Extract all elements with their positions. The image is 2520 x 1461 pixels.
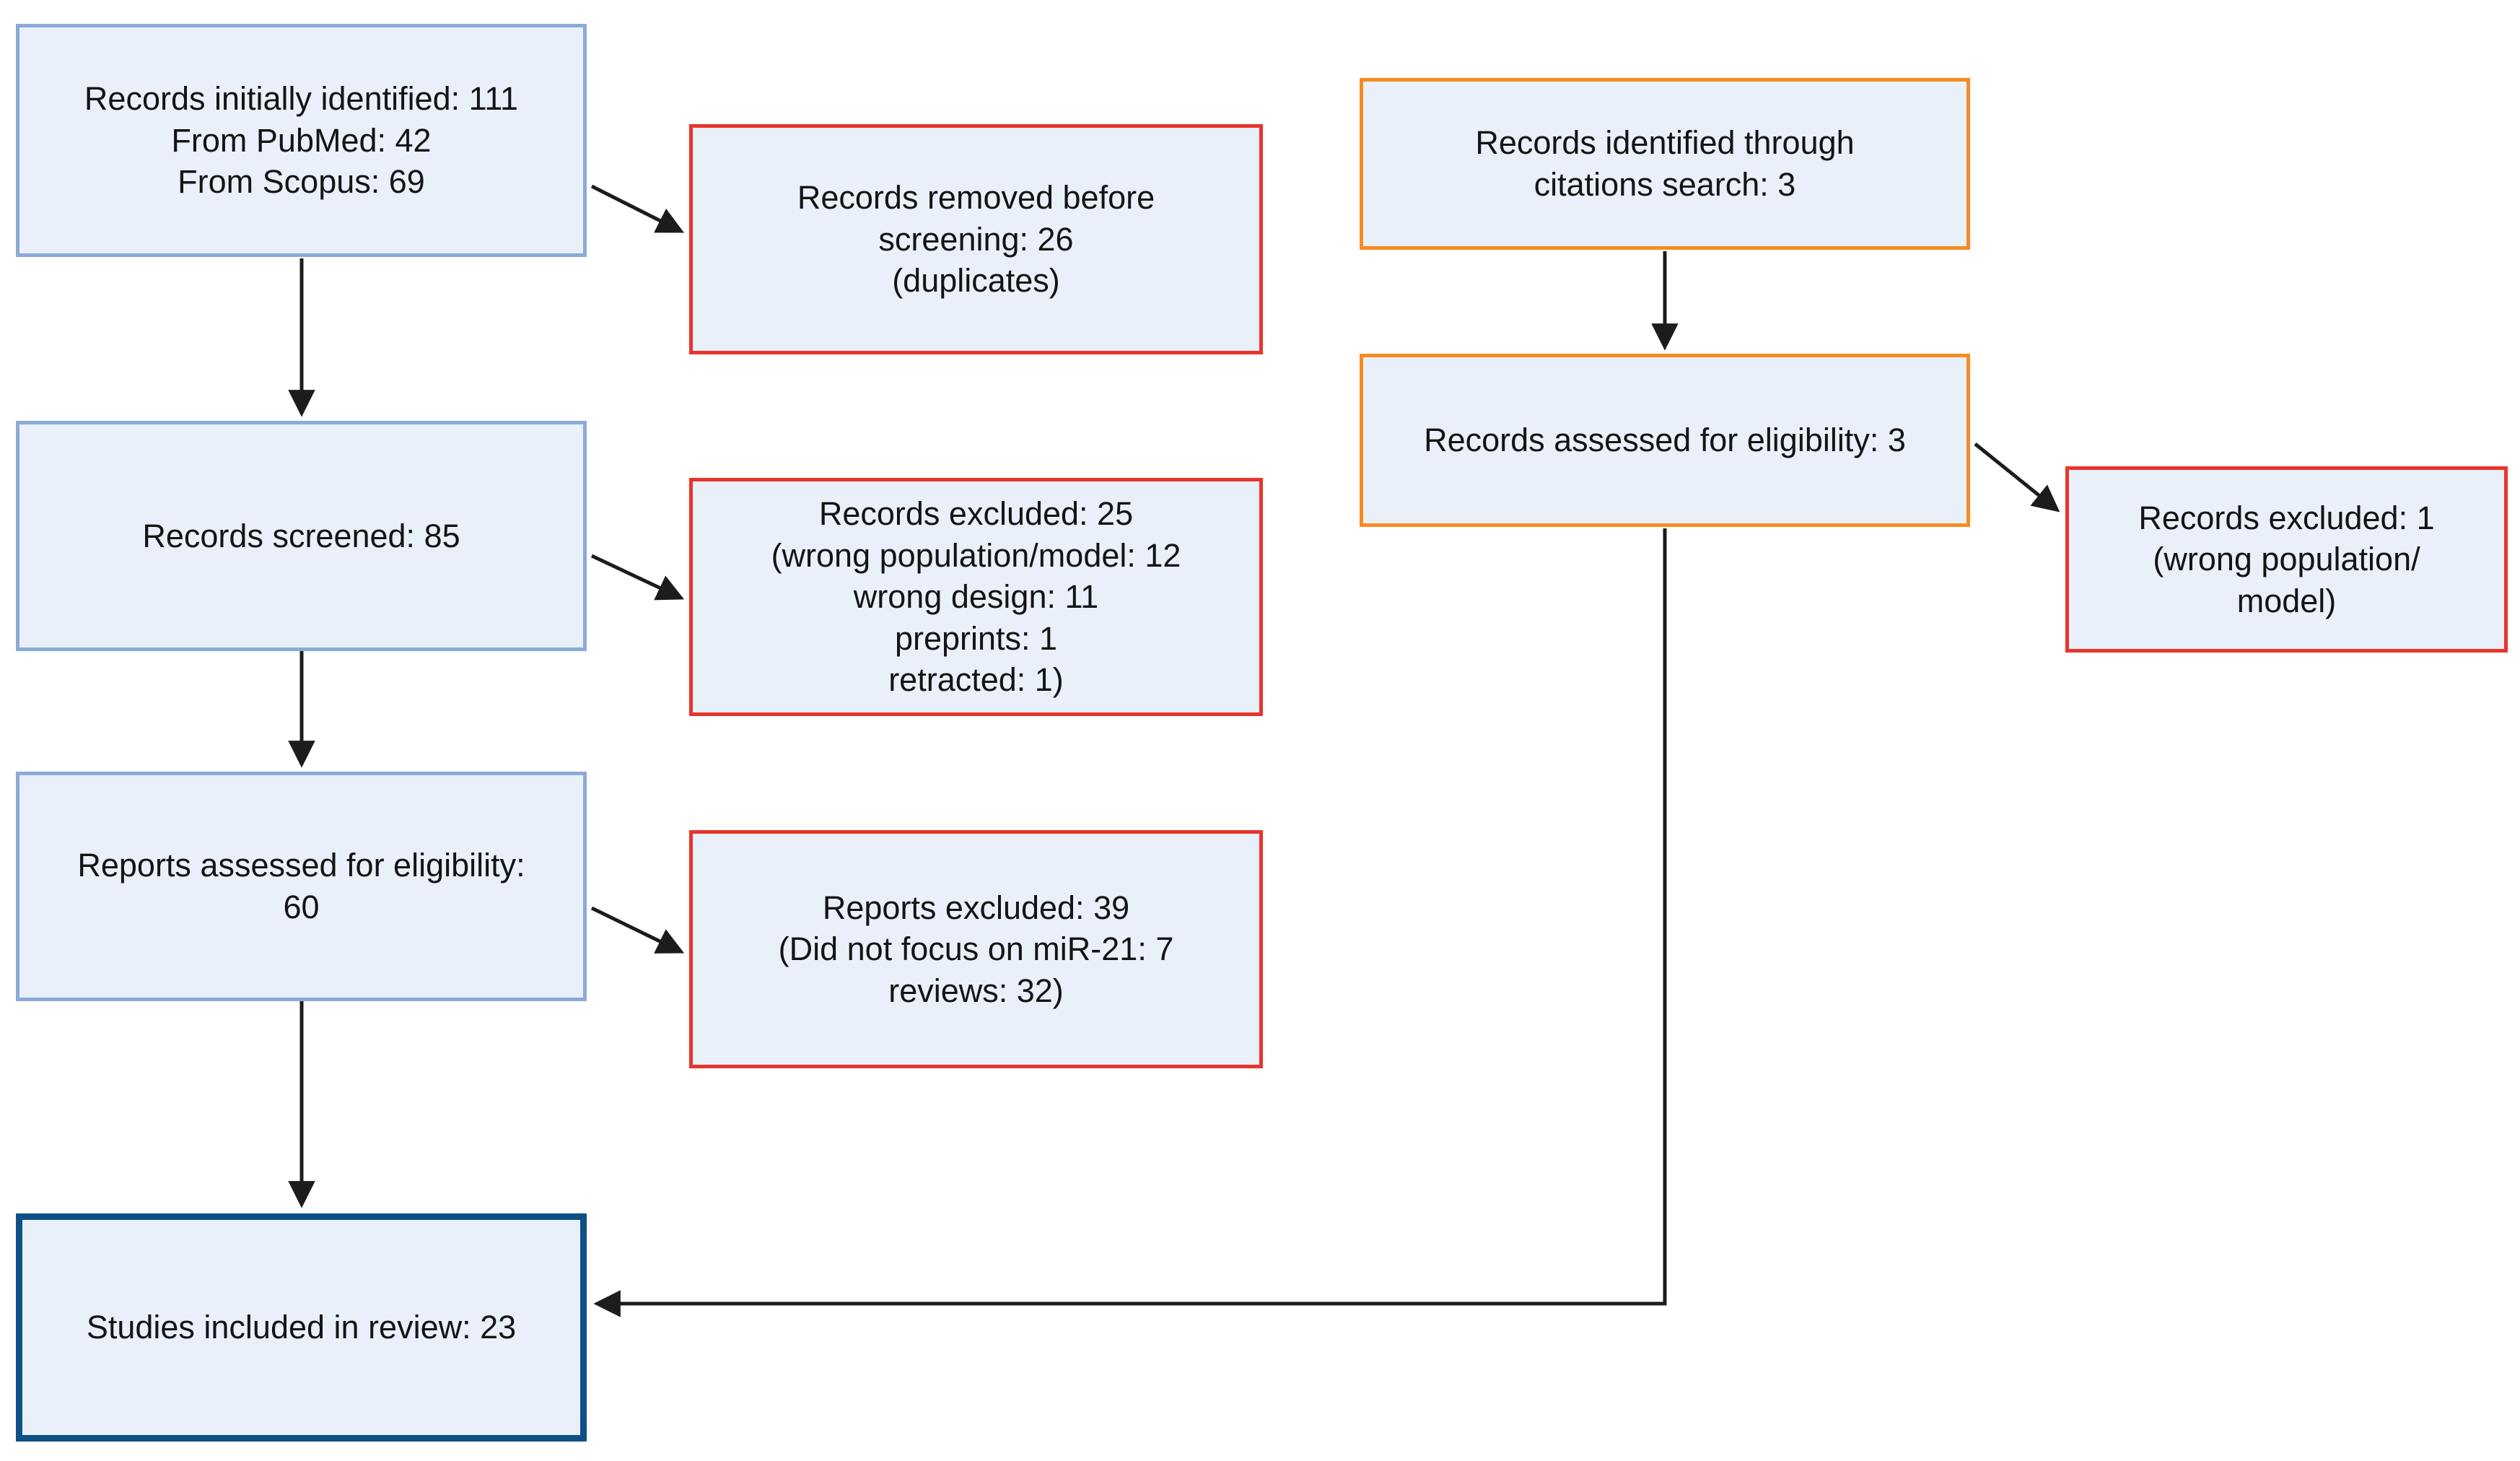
arrow-citations-assessed-to-included [593, 528, 1667, 1317]
box-reports-excluded: Reports excluded: 39 (Did not focus on m… [689, 830, 1263, 1068]
box-records-excluded: Records excluded: 25 (wrong population/m… [689, 478, 1263, 716]
arrow-citations-assessed-to-excluded [1974, 442, 2060, 513]
box-records-identified-through-citations: Records identified through citations sea… [1360, 78, 1970, 250]
box-records-removed-before-screening: Records removed before screening: 26 (du… [689, 124, 1263, 354]
box-studies-included-in-review: Studies included in review: 23 [16, 1213, 587, 1442]
box-records-excluded-citations: Records excluded: 1 (wrong population/ m… [2065, 466, 2508, 653]
arrow-assessed-to-reports-excluded [590, 906, 685, 954]
arrow-screened-to-excluded [590, 554, 685, 601]
box-reports-assessed-for-eligibility: Reports assessed for eligibility: 60 [16, 772, 587, 1001]
box-records-initially-identified: Records initially identified: 111 From P… [16, 24, 587, 257]
box-records-assessed-for-eligibility-citations: Records assessed for eligibility: 3 [1360, 354, 1970, 527]
box-records-screened: Records screened: 85 [16, 421, 587, 651]
arrow-identified-to-removed [590, 184, 685, 233]
